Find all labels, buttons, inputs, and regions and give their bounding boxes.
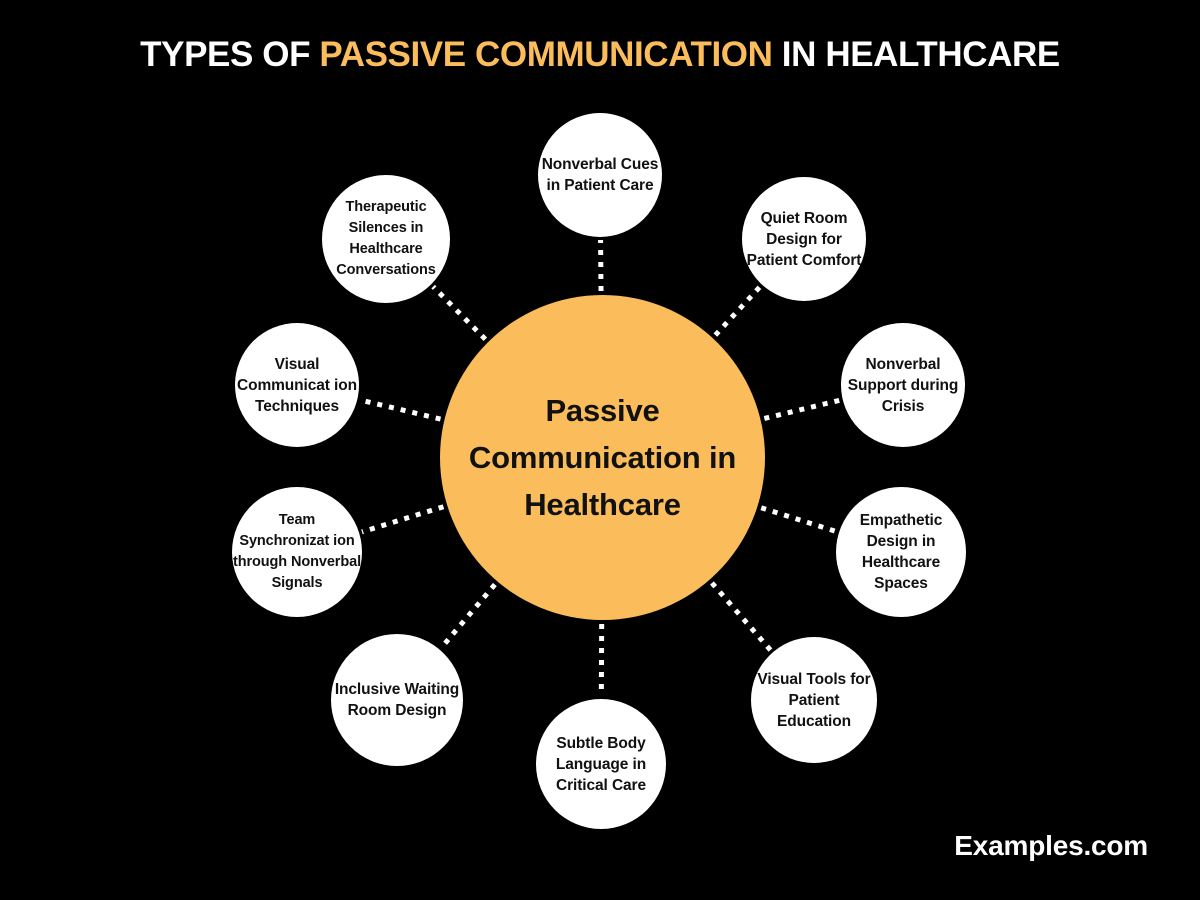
leaf-node-2[interactable]: Quiet Room Design for Patient Comfort	[742, 177, 866, 301]
leaf-node-label: Nonverbal Support during Crisis	[847, 355, 959, 415]
connector-line	[361, 504, 445, 535]
leaf-node-label: Therapeutic Silences in Healthcare Conve…	[336, 199, 436, 278]
connector-line	[713, 285, 762, 337]
title-highlight: PASSIVE COMMUNICATION	[319, 35, 773, 74]
leaf-node-1[interactable]: Nonverbal Cues in Patient Care	[538, 113, 662, 237]
connector-line	[710, 581, 773, 652]
leaf-node-label: Quiet Room Design for Patient Comfort	[746, 209, 862, 269]
leaf-node-8[interactable]: Team Synchronizat ion through Nonverbal …	[232, 487, 362, 617]
leaf-node-label: Empathetic Design in Healthcare Spaces	[859, 512, 943, 592]
page-title: TYPES OF PASSIVE COMMUNICATION IN HEALTH…	[0, 32, 1200, 78]
leaf-node-6[interactable]: Subtle Body Language in Critical Care	[536, 699, 666, 829]
connector-line	[763, 397, 841, 421]
title-part-one: TYPES OF	[140, 35, 320, 74]
leaf-node-label: Team Synchronizat ion through Nonverbal …	[233, 512, 361, 591]
leaf-node-label: Subtle Body Language in Critical Care	[555, 734, 647, 794]
leaf-node-label: Nonverbal Cues in Patient Care	[541, 156, 659, 194]
connector-line	[439, 582, 497, 649]
leaf-node-4[interactable]: Empathetic Design in Healthcare Spaces	[836, 487, 966, 617]
center-hub-node[interactable]: Passive Communication in Healthcare	[440, 295, 765, 620]
title-part-two: IN HEALTHCARE	[772, 35, 1060, 74]
connector-line	[359, 397, 442, 422]
leaf-node-10[interactable]: Therapeutic Silences in Healthcare Conve…	[322, 175, 450, 303]
connector-line	[431, 284, 488, 341]
leaf-node-9[interactable]: Visual Communicat ion Techniques	[235, 323, 359, 447]
leaf-node-label: Visual Tools for Patient Education	[757, 670, 871, 730]
leaf-node-5[interactable]: Visual Tools for Patient Education	[751, 637, 877, 763]
leaf-node-label: Visual Communicat ion Techniques	[236, 355, 358, 415]
leaf-node-3[interactable]: Nonverbal Support during Crisis	[841, 323, 965, 447]
connector-line	[760, 505, 837, 534]
leaf-node-label: Inclusive Waiting Room Design	[334, 681, 460, 719]
leaf-node-7[interactable]: Inclusive Waiting Room Design	[331, 634, 463, 766]
center-hub-label: Passive Communication in Healthcare	[468, 393, 737, 522]
brand-watermark: Examples.com	[954, 830, 1148, 861]
